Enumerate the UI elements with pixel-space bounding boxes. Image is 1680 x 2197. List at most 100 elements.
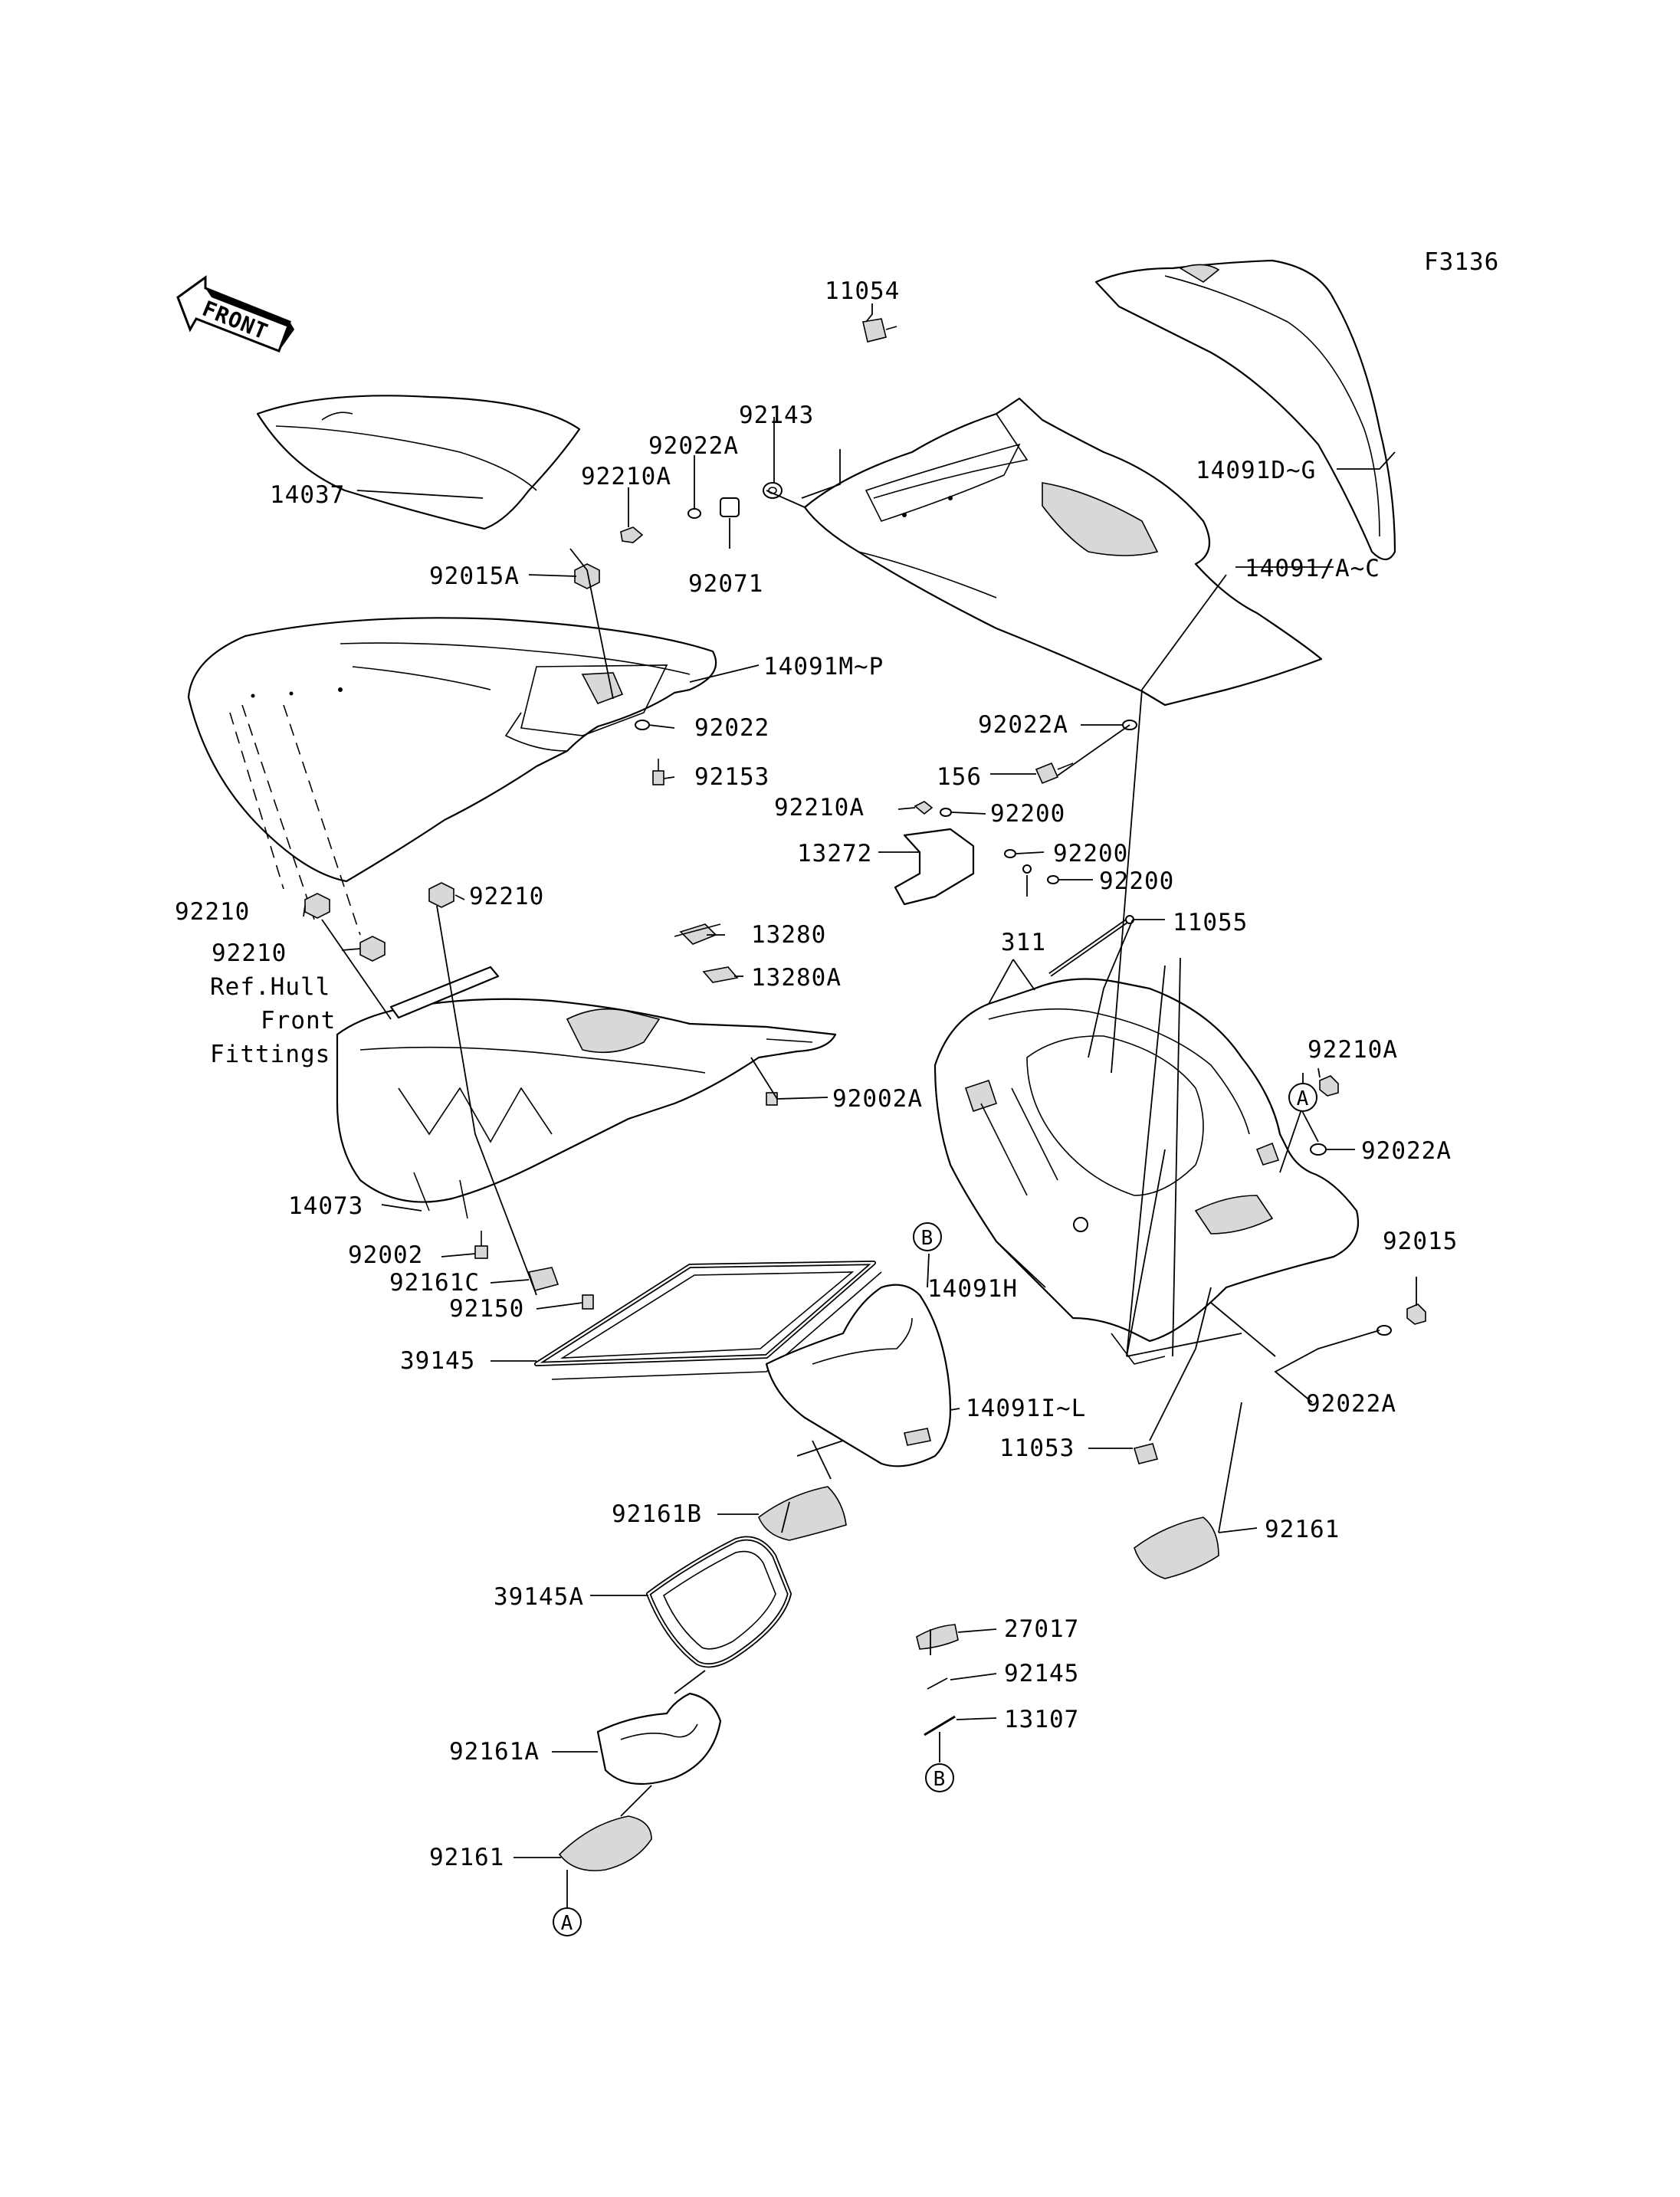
part-92210a-nut-right [1319, 1075, 1339, 1097]
leader-lines [303, 303, 1417, 1908]
label-156: 156 [937, 763, 982, 791]
label-92022a-lowright: 92022A [1306, 1390, 1396, 1418]
label-39145a: 39145A [494, 1583, 584, 1611]
label-92161b: 92161B [612, 1500, 702, 1528]
part-92210a-nut-top [620, 526, 644, 543]
part-13280-bracket [674, 923, 721, 945]
label-14091h: 14091H [927, 1275, 1018, 1303]
part-39145-gasket [534, 1261, 882, 1380]
label-92210a-right: 92210A [1308, 1036, 1398, 1064]
callout-b-top: B [913, 1222, 942, 1251]
label-14091ac: 14091/A~C [1245, 555, 1380, 582]
part-156-bolt [1035, 762, 1074, 785]
part-92022-washer [635, 720, 650, 730]
label-92015a: 92015A [429, 562, 520, 590]
label-92002a: 92002A [832, 1085, 923, 1113]
label-92161-bottom: 92161 [429, 1844, 504, 1871]
label-14037: 14037 [270, 481, 345, 509]
part-92015a-clip [574, 563, 600, 589]
svg-text:A: A [1297, 1087, 1310, 1110]
part-311-nut [1022, 864, 1032, 874]
label-14091dg: 14091D~G [1196, 457, 1316, 484]
label-ref-front: Front [261, 1007, 336, 1035]
part-92161-pad-right [1134, 1517, 1219, 1579]
label-92022a-mid: 92022A [978, 711, 1068, 739]
label-92200-1: 92200 [990, 800, 1065, 828]
part-92200-washer-2 [1004, 849, 1016, 858]
label-92153: 92153 [694, 763, 769, 791]
figure-code: F3136 [1424, 248, 1499, 276]
front-arrow-icon: FRONT [176, 275, 294, 353]
label-92210-left: 92210 [175, 898, 250, 926]
part-92015-nut [1406, 1303, 1426, 1325]
label-11054: 11054 [825, 277, 900, 305]
label-92161a: 92161A [449, 1738, 540, 1766]
label-11053: 11053 [999, 1435, 1075, 1462]
part-92002a-bolt [766, 1092, 778, 1106]
callout-a-right: A [1288, 1083, 1317, 1112]
part-92210-clip-left [304, 893, 330, 919]
part-14091mp-deck-cover [187, 617, 717, 883]
label-92022a-top: 92022A [648, 432, 739, 460]
label-13107: 13107 [1004, 1706, 1079, 1733]
label-92150: 92150 [449, 1295, 524, 1323]
ref-hull-front-fitting [389, 966, 500, 1019]
label-92200-2: 92200 [1053, 840, 1128, 867]
part-92153-bolt [652, 759, 664, 785]
part-92210a-nut-mid [914, 801, 934, 815]
label-92071: 92071 [688, 570, 763, 598]
label-ref-fittings: Fittings [210, 1041, 330, 1068]
label-92161c: 92161C [389, 1269, 480, 1297]
label-27017: 27017 [1004, 1615, 1079, 1643]
label-92210a-top: 92210A [581, 463, 671, 490]
svg-text:A: A [561, 1912, 574, 1935]
part-92200-washer-1 [940, 808, 952, 817]
label-14091il: 14091I~L [966, 1395, 1086, 1422]
part-13107-pin [924, 1715, 956, 1736]
part-39145a-gasket [646, 1536, 792, 1668]
part-27017-plate [916, 1624, 959, 1650]
svg-text:B: B [934, 1768, 947, 1791]
label-92210a-mid: 92210A [774, 794, 865, 821]
part-92210-clip-lower [359, 936, 386, 962]
svg-text:B: B [921, 1227, 934, 1250]
label-92015: 92015 [1383, 1228, 1458, 1255]
part-92145-spring [927, 1677, 948, 1690]
part-92002-bolt [474, 1231, 488, 1259]
label-11055: 11055 [1173, 909, 1248, 936]
label-92002: 92002 [348, 1241, 423, 1269]
part-92150-bolt [582, 1294, 594, 1310]
label-92022a-right: 92022A [1361, 1137, 1452, 1165]
label-13272: 13272 [797, 840, 872, 867]
label-ref-hull: Ref.Hull [210, 973, 330, 1001]
part-11053-pin [1133, 1443, 1159, 1464]
part-11054-pin [862, 318, 897, 343]
label-92145: 92145 [1004, 1660, 1079, 1687]
part-13272-bracket [894, 828, 975, 906]
part-92161b-pad [758, 1486, 847, 1541]
part-labels: 11054 92143 92022A 92210A 14037 92071 14… [175, 277, 1458, 1871]
callout-a-bottom: A [553, 1907, 582, 1936]
label-14073: 14073 [288, 1192, 363, 1220]
part-14091ac-shroud [803, 397, 1323, 707]
part-14091dg-shroud [1094, 259, 1396, 561]
part-14091il-cover [765, 1284, 952, 1467]
part-92161-pad-bottom [558, 1815, 652, 1871]
label-92022: 92022 [694, 714, 769, 742]
label-311: 311 [1001, 929, 1046, 956]
part-92200-washer-3 [1047, 875, 1059, 884]
part-92210-clip-right [428, 882, 454, 908]
label-39145: 39145 [400, 1347, 475, 1375]
label-13280a: 13280A [751, 964, 842, 992]
part-14073-tray [336, 998, 837, 1219]
part-13280a-bracket [702, 966, 739, 983]
label-92210-lower: 92210 [212, 939, 287, 967]
callout-b-bottom: B [925, 1763, 954, 1792]
label-92161-right: 92161 [1265, 1516, 1340, 1543]
label-92143: 92143 [739, 402, 814, 429]
label-92200-3: 92200 [1099, 867, 1174, 895]
part-14091h-liner [934, 978, 1360, 1365]
label-14091mp: 14091M~P [763, 653, 884, 680]
part-92022a-washer-right [1310, 1143, 1327, 1156]
